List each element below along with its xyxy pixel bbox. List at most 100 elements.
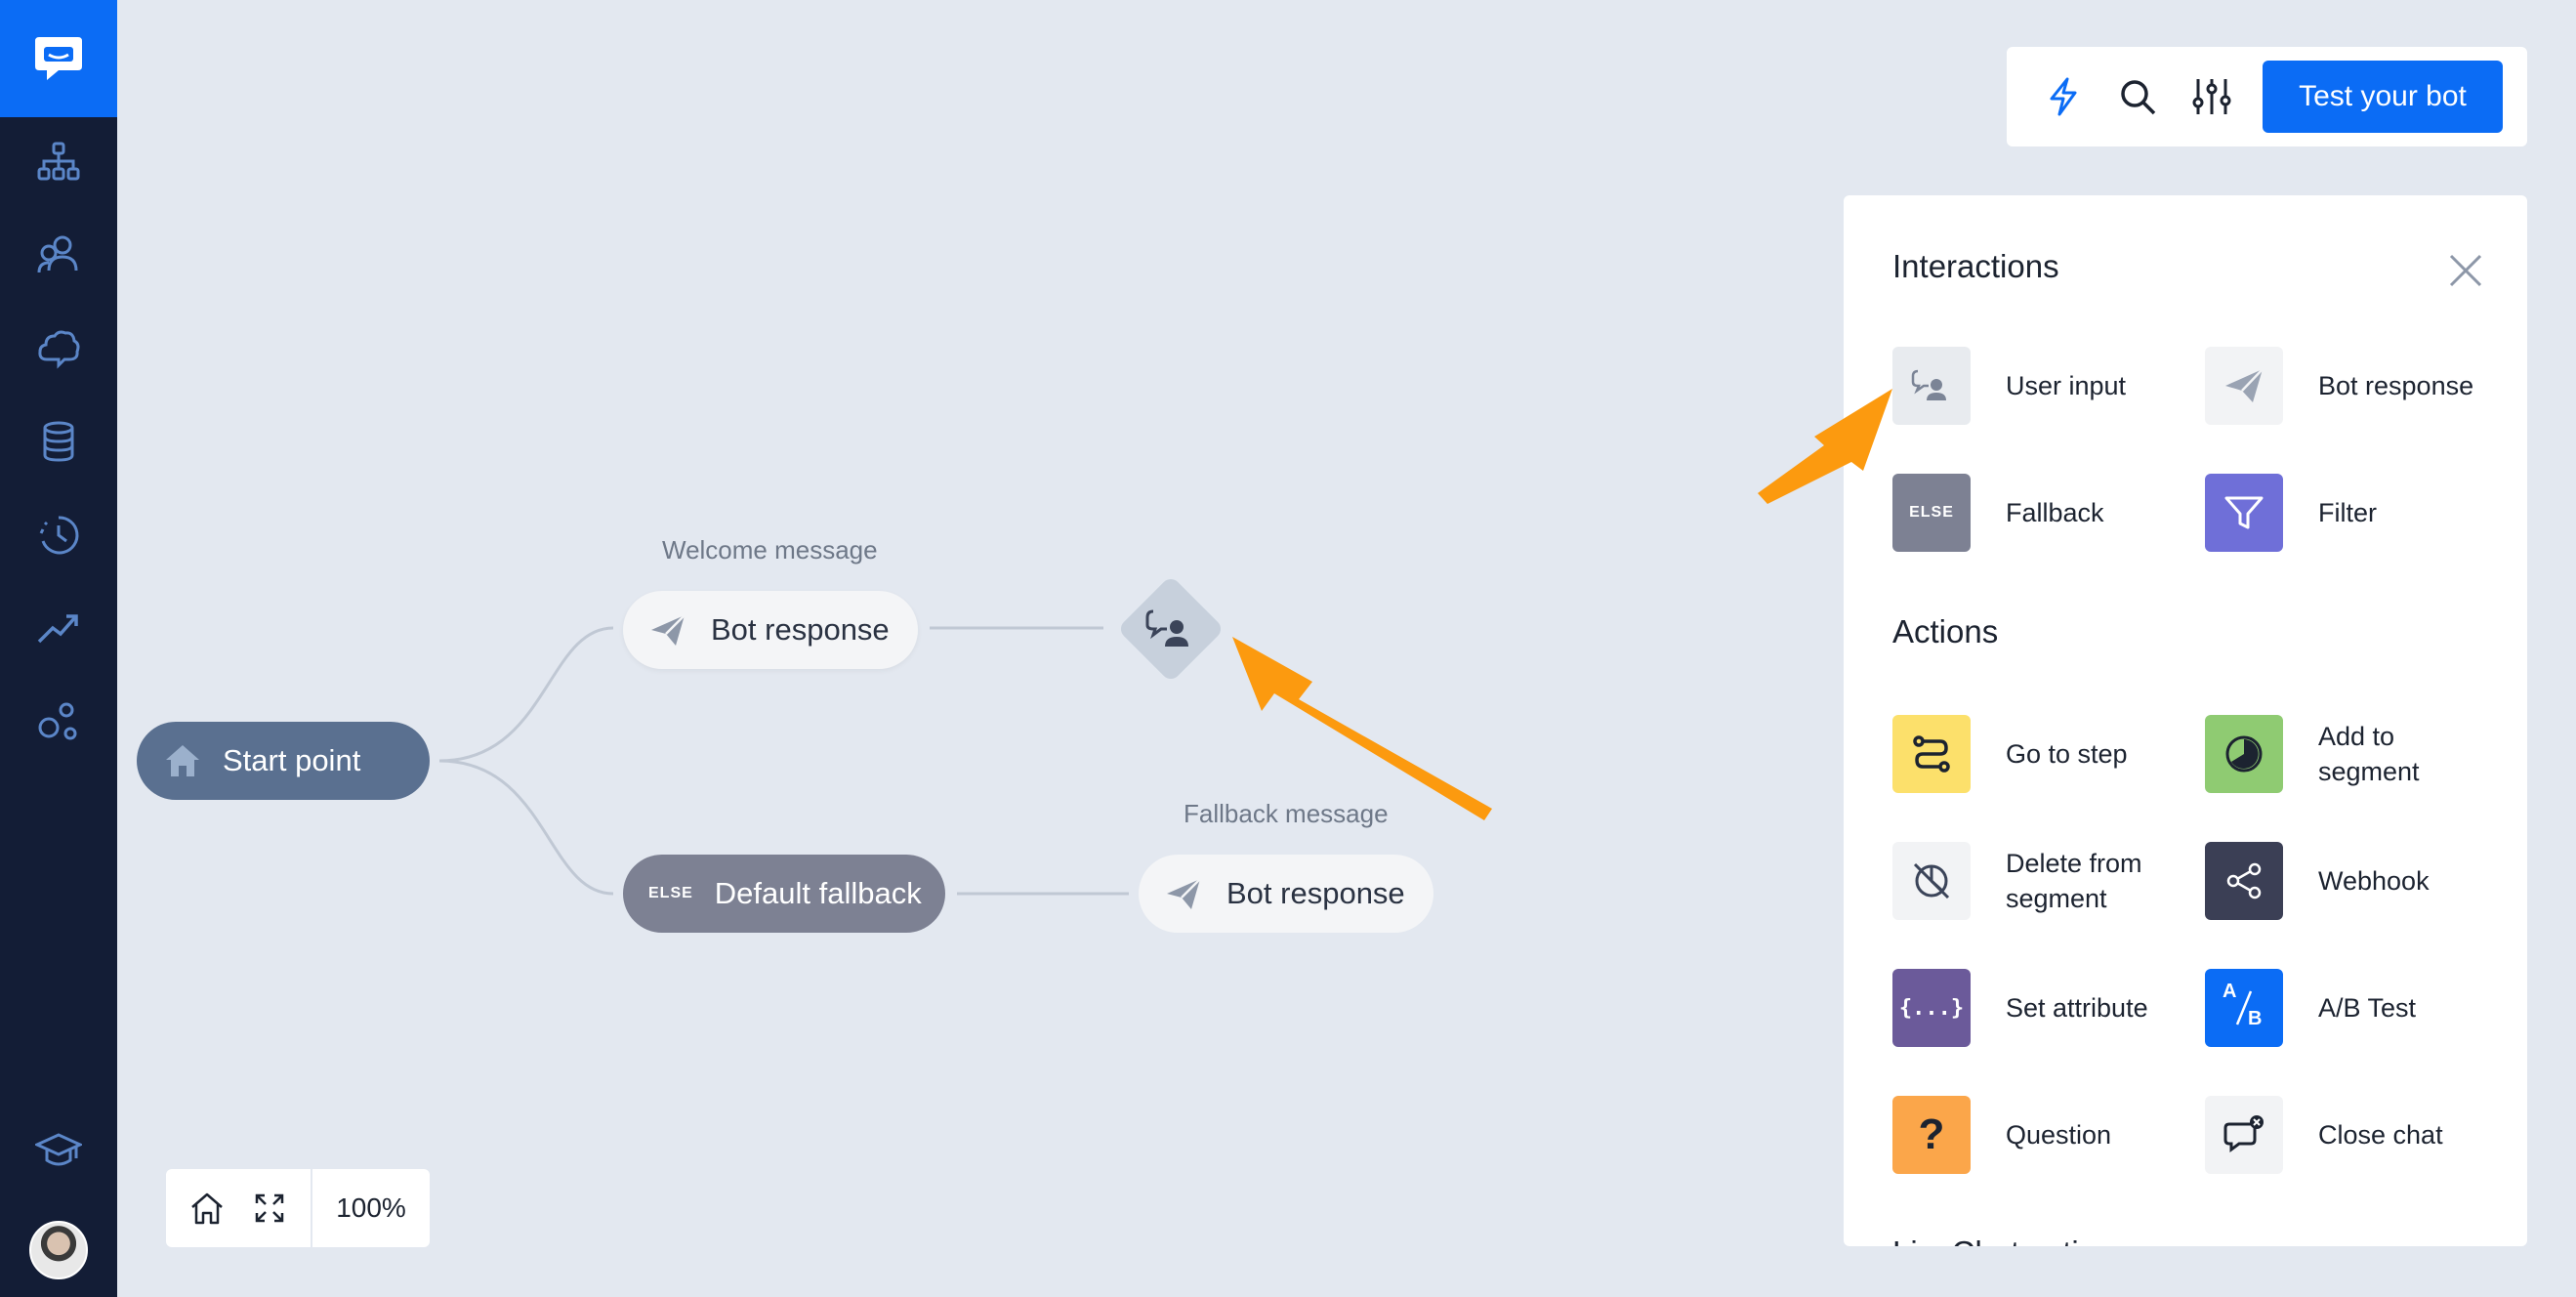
sidebar-item-reports[interactable] <box>31 601 86 655</box>
expand-icon <box>255 1193 284 1223</box>
lightning-icon <box>2050 77 2077 116</box>
fallback-bot-response-label: Bot response <box>1226 876 1405 910</box>
else-tag: ELSE <box>648 885 693 901</box>
trend-chart-icon <box>37 614 78 644</box>
user-input-icon <box>1911 369 1946 400</box>
ab-tag-b: B <box>2248 1008 2263 1029</box>
divider <box>311 1169 312 1247</box>
slash-icon <box>2235 990 2253 1025</box>
bot-response-tile <box>2205 347 2283 425</box>
go-to-step-tile <box>1892 715 1971 793</box>
paper-plane-icon <box>2225 368 2264 402</box>
add-to-segment-label: Add to segment <box>2318 722 2420 786</box>
sidebar-item-audience[interactable] <box>31 228 86 282</box>
question-mark: ? <box>1918 1110 1945 1158</box>
share-icon <box>2226 862 2262 900</box>
interaction-user-input[interactable]: User input <box>1892 347 2172 425</box>
user-input-icon <box>1145 609 1188 647</box>
pie-icon <box>2225 735 2263 773</box>
webhook-label: Webhook <box>2318 866 2430 896</box>
zoom-controls: 100% <box>166 1169 430 1247</box>
settings-button[interactable] <box>2175 60 2249 134</box>
delete-from-segment-tile <box>1892 842 1971 920</box>
pie-off-icon <box>1913 862 1950 900</box>
default-fallback-node[interactable]: ELSE Default fallback <box>623 855 945 933</box>
avatar[interactable] <box>29 1221 88 1279</box>
paper-plane-icon <box>651 614 686 646</box>
start-point-node[interactable]: Start point <box>137 722 430 800</box>
action-webhook[interactable]: Webhook <box>2205 842 2484 920</box>
brain-cloud-icon <box>38 330 80 369</box>
sitemap-icon <box>37 142 80 181</box>
user-input-label: User input <box>2006 371 2127 400</box>
webhook-tile <box>2205 842 2283 920</box>
set-attribute-label: Set attribute <box>2006 993 2148 1023</box>
start-point-label: Start point <box>223 743 361 777</box>
interactions-title: Interactions <box>1892 248 2059 284</box>
welcome-message-caption: Welcome message <box>662 535 878 565</box>
sidebar-item-data[interactable] <box>31 414 86 469</box>
filter-tile <box>2205 474 2283 552</box>
test-your-bot-button[interactable]: Test your bot <box>2263 61 2503 133</box>
ab-icon: A B <box>2205 969 2283 1047</box>
fallback-bot-response-node[interactable]: Bot response <box>1139 855 1433 933</box>
close-chat-label: Close chat <box>2318 1120 2443 1150</box>
livechat-actions-title: LiveChat actions <box>1892 1234 2131 1246</box>
filter-icon <box>2224 496 2264 529</box>
bubbles-icon <box>38 702 77 740</box>
fallback-message-caption: Fallback message <box>1184 799 1389 828</box>
else-tag: ELSE <box>1909 504 1954 521</box>
sidebar-item-history[interactable] <box>31 508 86 563</box>
question-icon: ? <box>1892 1096 1971 1174</box>
add-to-segment-tile <box>2205 715 2283 793</box>
actions-title: Actions <box>1892 613 1999 649</box>
bot-response-label: Bot response <box>711 612 890 647</box>
delete-from-segment-label: Delete from segment <box>2006 849 2142 913</box>
sidebar-item-academy[interactable] <box>31 1123 86 1178</box>
action-question[interactable]: ? Question <box>1892 1096 2172 1174</box>
sidebar-item-stories[interactable] <box>31 134 86 188</box>
fit-screen-button[interactable] <box>238 1169 301 1247</box>
default-fallback-label: Default fallback <box>714 876 922 910</box>
route-icon <box>1913 735 1950 773</box>
bot-response-label: Bot response <box>2318 371 2474 400</box>
sidebar-item-integrations[interactable] <box>31 694 86 749</box>
clock-history-icon <box>39 516 79 555</box>
interactions-panel: Interactions User input Bot response ELS… <box>1844 195 2527 1246</box>
top-toolbar: Test your bot <box>2007 47 2527 146</box>
close-chat-icon <box>2223 1115 2264 1152</box>
sidebar <box>0 0 117 1297</box>
action-close-chat[interactable]: Close chat <box>2205 1096 2484 1174</box>
quick-actions-button[interactable] <box>2026 60 2100 134</box>
chat-logo-icon <box>35 37 82 80</box>
search-button[interactable] <box>2100 60 2175 134</box>
search-icon <box>2121 80 2156 115</box>
zoom-level: 100% <box>336 1192 406 1223</box>
database-icon <box>43 421 74 462</box>
ab-tag-a: A <box>2223 981 2237 1002</box>
graduation-cap-icon <box>35 1133 82 1166</box>
paper-plane-icon <box>1167 878 1201 909</box>
close-icon[interactable] <box>2439 244 2492 297</box>
action-go-to-step[interactable]: Go to step <box>1892 715 2172 793</box>
braces-icon: {...} <box>1892 969 1971 1047</box>
chatbot-logo[interactable] <box>0 0 117 117</box>
action-ab-test[interactable]: A B A/B Test <box>2205 969 2484 1047</box>
close-chat-tile <box>2205 1096 2283 1174</box>
action-set-attribute[interactable]: {...} Set attribute <box>1892 969 2172 1047</box>
go-to-step-label: Go to step <box>2006 739 2128 769</box>
interaction-bot-response[interactable]: Bot response <box>2205 347 2484 425</box>
user-input-tile <box>1892 347 1971 425</box>
users-icon <box>37 235 78 273</box>
center-view-button[interactable] <box>176 1169 238 1247</box>
arrow-to-diamond <box>1232 637 1492 820</box>
bot-response-node[interactable]: Bot response <box>623 591 918 669</box>
interaction-fallback[interactable]: ELSE Fallback <box>1892 474 2172 552</box>
action-delete-from-segment[interactable]: Delete from segment <box>1892 842 2172 920</box>
user-input-placeholder-node[interactable] <box>1116 574 1226 684</box>
question-label: Question <box>2006 1120 2112 1150</box>
action-add-to-segment[interactable]: Add to segment <box>2205 715 2484 793</box>
sidebar-item-training[interactable] <box>31 320 86 375</box>
interaction-filter[interactable]: Filter <box>2205 474 2484 552</box>
else-icon: ELSE <box>1892 474 1971 552</box>
